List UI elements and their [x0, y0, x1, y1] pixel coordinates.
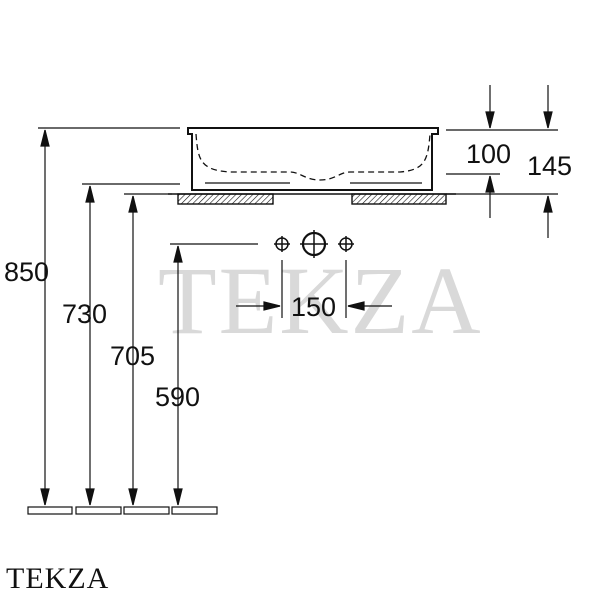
label-705: 705 [110, 341, 155, 371]
label-100: 100 [466, 139, 511, 169]
label-850: 850 [4, 257, 49, 287]
extension-lines [38, 127, 558, 245]
basin [187, 127, 439, 191]
countertop [168, 193, 456, 205]
label-730: 730 [62, 299, 107, 329]
tap-holes [274, 230, 354, 258]
watermark: TEKZA [158, 247, 483, 354]
floor-plates [27, 506, 218, 515]
label-590: 590 [155, 382, 200, 412]
label-150: 150 [291, 292, 336, 322]
label-145: 145 [527, 151, 572, 181]
brand-label: TEKZA [6, 562, 110, 595]
dimension-lines [40, 85, 553, 506]
